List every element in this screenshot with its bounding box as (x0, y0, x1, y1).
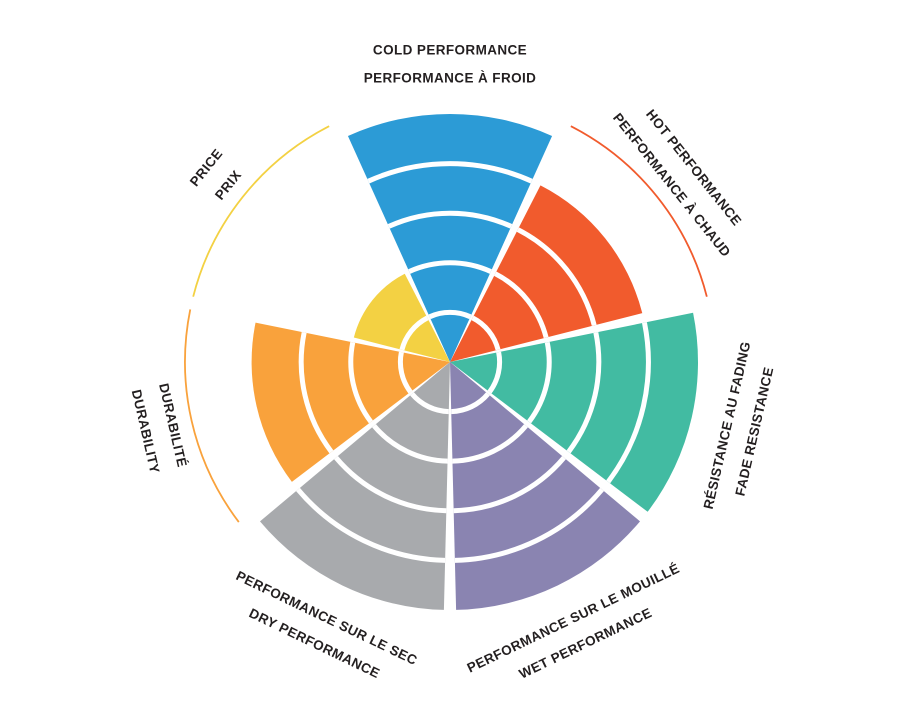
scale-guides-group (184, 125, 708, 523)
sector-hot-ring-divider-2 (494, 271, 549, 339)
sector-dry-ring-divider-2 (372, 424, 448, 464)
sector-durability-ring-divider-1 (397, 351, 413, 394)
sector-cold-fill (347, 113, 553, 362)
sector-price-ring-divider-1 (399, 315, 429, 351)
sector-fade-ring-divider-2 (527, 341, 552, 424)
sector-wet-ring-divider-4 (454, 487, 604, 563)
sector-dry-ring-divider-1 (410, 392, 449, 415)
category-label-fr-price: PRIX (212, 167, 244, 202)
sector-wet-ring-divider-1 (451, 392, 490, 415)
sector-price-fill (353, 273, 450, 362)
sector-fade-ring-divider-3 (566, 331, 602, 454)
sector-hot-ring-divider-1 (471, 315, 501, 351)
sectors-group (251, 113, 698, 610)
sector-dry-fill (259, 362, 450, 610)
sector-cold-ring-divider-3 (387, 210, 513, 229)
sector-price-max-guide-arc (192, 125, 330, 297)
sector-wet-fill (450, 362, 641, 610)
sector-hot-ring-divider-3 (516, 227, 597, 326)
sector-cold-ring-divider-4 (367, 161, 533, 184)
category-label-fr-durability: DURABILITÉ (156, 382, 190, 469)
sector-fade-fill (450, 312, 698, 512)
sector-wet-ring-divider-2 (452, 424, 528, 464)
sector-durability-ring-divider-2 (348, 341, 373, 424)
category-label-en-durability: DURABILITY (129, 388, 163, 475)
sector-fade-ring-divider-4 (606, 322, 651, 484)
sector-fade-ring-divider-1 (487, 351, 503, 394)
sector-wet-ring-divider-3 (453, 456, 566, 514)
sector-cold-ring-divider-1 (428, 309, 472, 320)
sector-durability-ring-divider-3 (298, 331, 334, 454)
category-label-en-cold: COLD PERFORMANCE (373, 43, 527, 58)
sector-dry-ring-divider-4 (296, 487, 446, 563)
sector-cold-ring-divider-2 (408, 260, 492, 274)
sector-durability-max-guide-arc (184, 309, 240, 523)
sector-hot-max-guide-arc (570, 125, 708, 297)
sector-dry-ring-divider-3 (334, 456, 447, 514)
category-label-fr-cold: PERFORMANCE À FROID (364, 71, 537, 86)
